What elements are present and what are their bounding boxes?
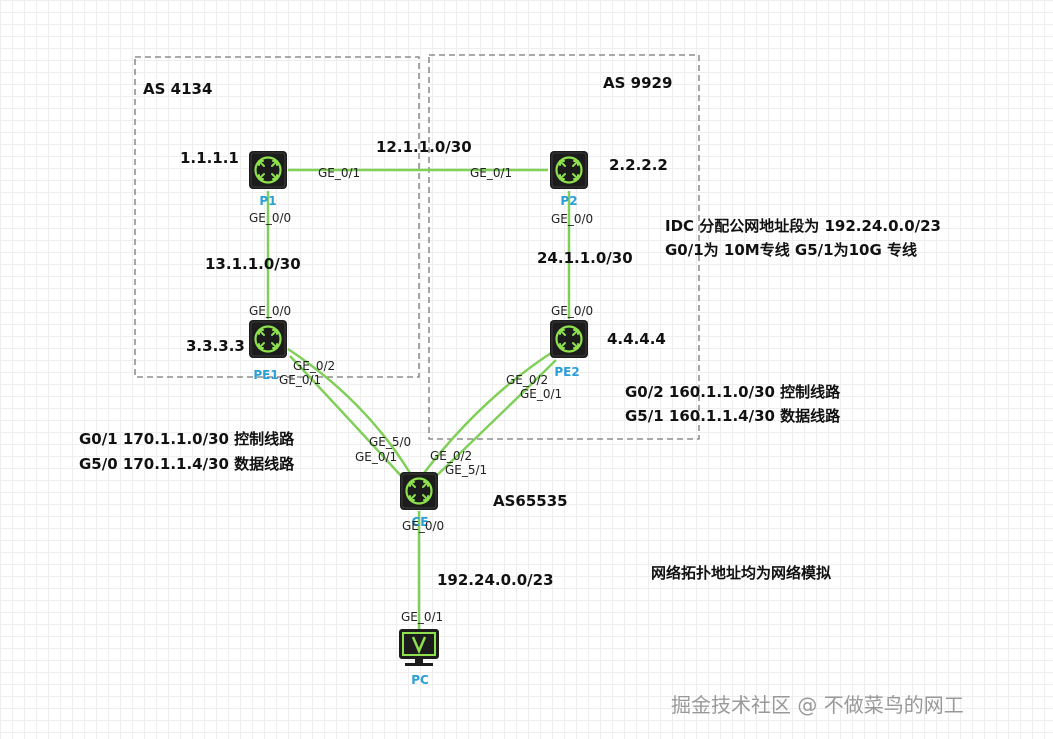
router-p2[interactable] <box>548 149 590 191</box>
subnet-p1-p2: 12.1.1.0/30 <box>376 138 472 156</box>
router-id-pe1: 3.3.3.3 <box>186 337 245 355</box>
as-4134-area <box>134 56 420 378</box>
link-pe2-ce-ge51[interactable] <box>431 359 557 481</box>
router-id-p2: 2.2.2.2 <box>609 156 668 174</box>
router-icon <box>548 149 590 191</box>
as-9929-area <box>428 54 700 440</box>
annotation-note: 网络拓扑地址均为网络模拟 <box>651 564 831 582</box>
port-label: GE_0/1 <box>470 166 512 180</box>
annotation-pe2-line2: G5/1 160.1.1.4/30 数据线路 <box>625 407 841 425</box>
annotation-idc-line2: G0/1为 10M专线 G5/1为10G 专线 <box>665 241 917 259</box>
router-pe2[interactable] <box>548 318 590 360</box>
as-9929-label: AS 9929 <box>603 74 672 92</box>
node-label-p2: P2 <box>560 194 577 208</box>
subnet-ce-pc: 192.24.0.0/23 <box>437 571 554 589</box>
port-label: GE_0/0 <box>249 211 291 225</box>
port-label: GE_0/1 <box>520 387 562 401</box>
annotation-pe1-line2: G5/0 170.1.1.4/30 数据线路 <box>79 455 295 473</box>
router-ce[interactable] <box>398 470 440 512</box>
port-label: GE_0/0 <box>551 212 593 226</box>
port-label: GE_0/2 <box>293 359 335 373</box>
port-label: GE_0/1 <box>318 166 360 180</box>
pc-icon <box>399 629 439 666</box>
router-p1[interactable] <box>247 149 289 191</box>
node-label-ce: CE <box>411 515 428 529</box>
node-label-pe2: PE2 <box>554 365 579 379</box>
annotation-idc-line1: IDC 分配公网地址段为 192.24.0.0/23 <box>665 217 941 235</box>
link-pe2-ce-ge02[interactable] <box>423 351 552 474</box>
port-label: GE_5/1 <box>445 463 487 477</box>
port-label: GE_0/0 <box>249 304 291 318</box>
router-icon <box>548 318 590 360</box>
link-pe1-ce-ge01[interactable] <box>287 347 412 474</box>
port-label: GE_0/1 <box>401 610 443 624</box>
watermark: 掘金技术社区 @ 不做菜鸟的网工 <box>671 693 964 717</box>
port-label: GE_5/0 <box>369 435 411 449</box>
router-id-pe2: 4.4.4.4 <box>607 330 666 348</box>
node-label-pe1: PE1 <box>253 368 278 382</box>
annotation-pe2-line1: G0/2 160.1.1.0/30 控制线路 <box>625 383 841 401</box>
as-label-ce: AS65535 <box>493 492 568 510</box>
as-4134-label: AS 4134 <box>143 80 212 98</box>
node-label-p1: P1 <box>259 194 276 208</box>
port-label: GE_0/2 <box>430 449 472 463</box>
port-label: GE_0/0 <box>402 519 444 533</box>
pc-node[interactable] <box>399 629 439 666</box>
subnet-p1-pe1: 13.1.1.0/30 <box>205 255 301 273</box>
link-pe1-ce-ge50[interactable] <box>289 355 404 479</box>
router-icon <box>247 318 289 360</box>
router-pe1[interactable] <box>247 318 289 360</box>
port-label: GE_0/1 <box>279 373 321 387</box>
router-id-p1: 1.1.1.1 <box>180 149 239 167</box>
port-label: GE_0/0 <box>551 304 593 318</box>
router-icon <box>247 149 289 191</box>
router-icon <box>398 470 440 512</box>
annotation-pe1-line1: G0/1 170.1.1.0/30 控制线路 <box>79 430 295 448</box>
subnet-p2-pe2: 24.1.1.0/30 <box>537 249 633 267</box>
node-label-pc: PC <box>411 673 429 687</box>
port-label: GE_0/2 <box>506 373 548 387</box>
port-label: GE_0/1 <box>355 450 397 464</box>
